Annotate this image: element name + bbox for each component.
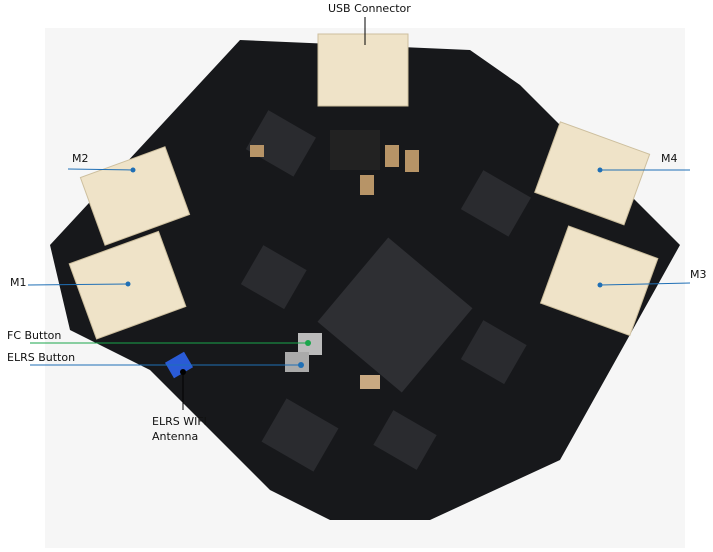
- elrs-button-label: ELRS Button: [7, 351, 76, 364]
- usb-connector: [317, 33, 409, 107]
- capacitors: [250, 145, 419, 389]
- m4-label: M4: [661, 152, 678, 165]
- m1-label: M1: [10, 276, 27, 289]
- m3-label: M3: [690, 268, 707, 281]
- usb-connector-label: USB Connector: [328, 2, 411, 15]
- mcu-chip: [317, 237, 473, 393]
- connector-m3: [539, 225, 659, 337]
- connector-m2: [79, 146, 191, 246]
- fc-button-label: FC Button: [7, 329, 62, 342]
- connector-m4: [534, 121, 651, 226]
- antenna-label-line1: ELRS WIFI: [152, 415, 207, 428]
- antenna-label-line2: Antenna: [152, 430, 199, 443]
- callout-lines: [27, 17, 691, 410]
- elrs-antenna-label: ELRS WIFI Antenna: [152, 414, 207, 444]
- m2-label: M2: [72, 152, 89, 165]
- components: [240, 110, 531, 472]
- elrs-button: [285, 352, 309, 372]
